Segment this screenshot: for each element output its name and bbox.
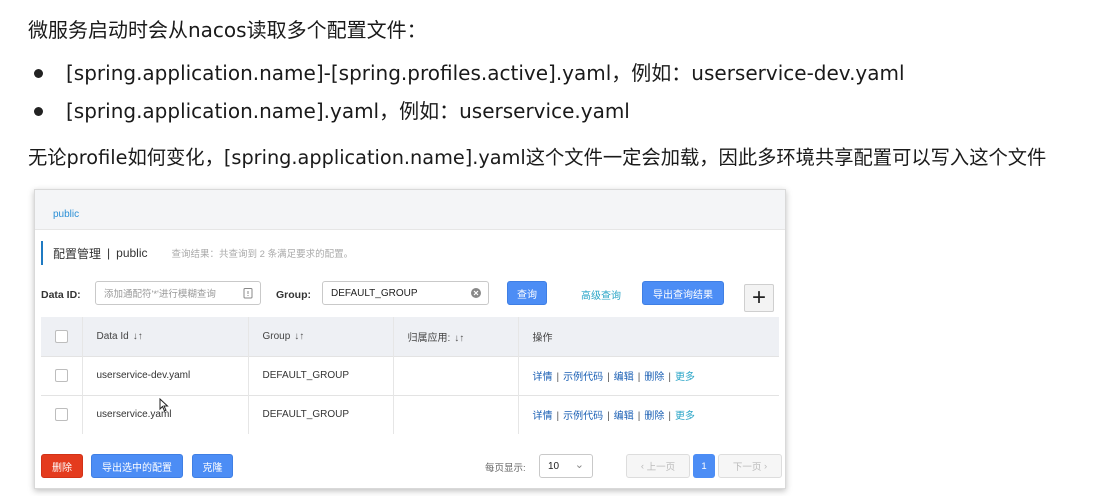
config-table: Data Id↓↑ Group↓↑ 归属应用:↓↑ 操作 userservice… bbox=[41, 317, 779, 434]
cell-group: DEFAULT_GROUP bbox=[248, 394, 394, 434]
delete-button[interactable]: 删除 bbox=[41, 454, 83, 478]
data-id-label: Data ID: bbox=[41, 289, 81, 301]
table-row: userservice.yaml DEFAULT_GROUP 详情|示例代码|编… bbox=[41, 394, 779, 434]
bullet-item-2: [spring.application.name].yaml，例如：userse… bbox=[66, 99, 630, 123]
nacos-config-screenshot: public 配置管理 | public 查询结果：共查询到 2 条满足要求的配… bbox=[34, 189, 786, 489]
namespace-bar: public bbox=[35, 190, 785, 230]
data-id-placeholder: 添加通配符'*'进行模糊查询 bbox=[104, 289, 216, 300]
delete-link[interactable]: 删除 bbox=[644, 372, 665, 383]
more-link[interactable]: 更多 bbox=[674, 372, 695, 383]
sample-code-link[interactable]: 示例代码 bbox=[563, 411, 604, 423]
cell-data-id: userservice.yaml bbox=[82, 394, 249, 434]
col-header-group[interactable]: Group↓↑ bbox=[248, 317, 394, 356]
cell-actions: 详情|示例代码|编辑|删除|更多 bbox=[518, 394, 779, 434]
page-title-text: 配置管理 bbox=[53, 246, 102, 261]
edit-link[interactable]: 编辑 bbox=[613, 372, 634, 383]
col-header-actions: 操作 bbox=[518, 317, 779, 356]
page-size-select[interactable]: 10 ⌄ bbox=[539, 454, 593, 478]
more-link[interactable]: 更多 bbox=[674, 411, 695, 423]
delete-link[interactable]: 删除 bbox=[644, 411, 665, 423]
row-checkbox[interactable] bbox=[55, 369, 68, 382]
row-checkbox[interactable] bbox=[55, 408, 68, 422]
query-button[interactable]: 查询 bbox=[507, 281, 547, 305]
page-number-current[interactable]: 1 bbox=[693, 454, 715, 478]
bullet-dot bbox=[34, 69, 43, 78]
cell-group: DEFAULT_GROUP bbox=[248, 355, 394, 395]
detail-link[interactable]: 详情 bbox=[532, 411, 553, 423]
clipboard-icon[interactable] bbox=[242, 287, 254, 299]
advanced-query-link[interactable]: 高级查询 bbox=[581, 291, 621, 302]
group-input[interactable]: DEFAULT_GROUP bbox=[322, 281, 489, 305]
mouse-cursor-icon bbox=[159, 398, 169, 412]
add-config-button[interactable]: + bbox=[744, 284, 774, 312]
data-id-input[interactable]: 添加通配符'*'进行模糊查询 bbox=[95, 281, 261, 305]
next-page-button[interactable]: 下一页 › bbox=[718, 454, 782, 478]
cell-app bbox=[393, 355, 519, 395]
title-separator: | bbox=[107, 246, 111, 260]
clear-icon[interactable] bbox=[470, 287, 482, 299]
intro-text: 微服务启动时会从nacos读取多个配置文件： bbox=[28, 18, 427, 42]
chevron-down-icon: ⌄ bbox=[574, 459, 584, 471]
cell-actions: 详情|示例代码|编辑|删除|更多 bbox=[518, 355, 779, 395]
sort-icon[interactable]: ↓↑ bbox=[132, 330, 143, 342]
group-input-value: DEFAULT_GROUP bbox=[331, 287, 418, 299]
bullet-dot bbox=[34, 107, 43, 116]
group-label: Group: bbox=[276, 289, 311, 301]
export-selected-button[interactable]: 导出选中的配置 bbox=[91, 454, 183, 478]
detail-link[interactable]: 详情 bbox=[532, 372, 553, 383]
table-header-row: Data Id↓↑ Group↓↑ 归属应用:↓↑ 操作 bbox=[41, 317, 779, 356]
table-row: userservice-dev.yaml DEFAULT_GROUP 详情|示例… bbox=[41, 355, 779, 395]
chevron-left-icon: ‹ bbox=[640, 460, 647, 472]
sort-icon[interactable]: ↓↑ bbox=[294, 330, 305, 342]
title-namespace: public bbox=[116, 246, 148, 260]
cell-app bbox=[393, 394, 519, 434]
export-results-button[interactable]: 导出查询结果 bbox=[642, 281, 724, 305]
col-header-app[interactable]: 归属应用:↓↑ bbox=[393, 317, 519, 356]
namespace-tab-public[interactable]: public bbox=[53, 209, 80, 220]
page-title: 配置管理 | public 查询结果：共查询到 2 条满足要求的配置。 bbox=[41, 241, 353, 265]
sort-icon[interactable]: ↓↑ bbox=[454, 332, 465, 344]
sample-code-link[interactable]: 示例代码 bbox=[563, 372, 604, 383]
chevron-right-icon: › bbox=[761, 460, 768, 472]
bullet-item-1: [spring.application.name]-[spring.profil… bbox=[66, 61, 905, 85]
page-size-label: 每页显示: bbox=[485, 463, 526, 474]
clone-button[interactable]: 克隆 bbox=[192, 454, 233, 478]
note-text: 无论profile如何变化，[spring.application.name].… bbox=[28, 146, 1047, 169]
cell-data-id: userservice-dev.yaml bbox=[82, 355, 249, 395]
edit-link[interactable]: 编辑 bbox=[613, 411, 634, 423]
page-size-value: 10 bbox=[548, 460, 560, 472]
col-header-data-id[interactable]: Data Id↓↑ bbox=[82, 317, 249, 356]
select-all-checkbox[interactable] bbox=[55, 329, 68, 343]
prev-page-button[interactable]: ‹ 上一页 bbox=[626, 454, 690, 478]
query-result-text: 查询结果：共查询到 2 条满足要求的配置。 bbox=[171, 249, 354, 260]
